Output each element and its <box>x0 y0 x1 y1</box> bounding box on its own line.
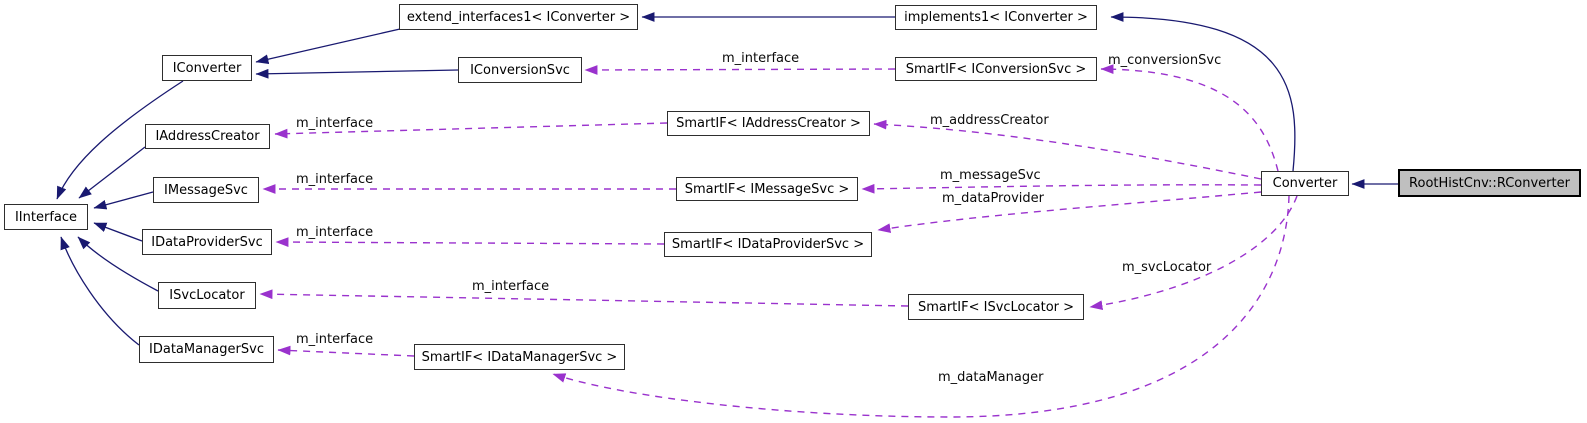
edge-label-m-interface-conversionsvc: m_interface <box>722 51 800 66</box>
edge-isvclocator-to-iinterface <box>77 236 159 292</box>
edge-label-m-interface-addresscreator: m_interface <box>296 116 374 131</box>
edge-smartif-iaddresscreator-to-iaddresscreator <box>274 122 668 139</box>
edge-converter-to-smartif-iaddresscreator <box>873 119 1262 180</box>
edge-label-m-dataprovider: m_dataProvider <box>942 191 1044 206</box>
edge-label-m-conversionsvc: m_conversionSvc <box>1108 53 1222 68</box>
edge-iaddresscreator-to-iinterface <box>78 146 146 199</box>
edge-converter-to-smartif-idataprovidersvc <box>877 191 1262 233</box>
edge-smartif-isvclocator-to-isvclocator <box>259 289 909 307</box>
edge-label-m-messagesvc: m_messageSvc <box>940 168 1041 183</box>
edge-iconverter-to-iinterface <box>56 80 184 200</box>
node-iaddresscreator[interactable]: IAddressCreator <box>145 124 270 149</box>
node-imessagesvc[interactable]: IMessageSvc <box>153 177 259 203</box>
edge-converter-to-smartif-iconversionsvc <box>1100 64 1279 172</box>
edge-label-m-interface-datamanagersvc: m_interface <box>296 332 374 347</box>
node-iinterface[interactable]: IInterface <box>4 204 88 230</box>
edge-imessagesvc-to-iinterface <box>93 191 154 210</box>
node-smartif-idataprovidersvc[interactable]: SmartIF< IDataProviderSvc > <box>664 232 872 257</box>
edge-smartif-idataprovidersvc-to-idataprovidersvc <box>275 237 665 247</box>
node-smartif-idatamanagersvc[interactable]: SmartIF< IDataManagerSvc > <box>414 344 625 370</box>
edge-converter-to-smartif-isvclocator <box>1089 195 1298 310</box>
edge-label-m-interface-dataprovidersvc: m_interface <box>296 225 374 240</box>
node-smartif-iconversionsvc[interactable]: SmartIF< IConversionSvc > <box>895 57 1097 81</box>
node-iconversionsvc[interactable]: IConversionSvc <box>458 57 582 83</box>
node-implements1[interactable]: implements1< IConverter > <box>895 5 1097 30</box>
node-smartif-isvclocator[interactable]: SmartIF< ISvcLocator > <box>908 294 1084 320</box>
edge-idataprovidersvc-to-iinterface <box>93 222 143 242</box>
edge-smartif-idatamanagersvc-to-idatamanagersvc <box>277 345 415 357</box>
edge-converter-to-implements1 <box>1110 12 1296 172</box>
node-idatamanagersvc[interactable]: IDataManagerSvc <box>139 336 274 363</box>
edge-label-m-interface-messagesvc: m_interface <box>296 172 374 187</box>
edge-label-m-svclocator: m_svcLocator <box>1122 260 1212 275</box>
node-isvclocator[interactable]: ISvcLocator <box>158 282 256 309</box>
node-idataprovidersvc[interactable]: IDataProviderSvc <box>142 229 272 255</box>
edge-smartif-iconversionsvc-to-iconversionsvc <box>584 65 896 75</box>
node-smartif-imessagesvc[interactable]: SmartIF< IMessageSvc > <box>676 177 858 201</box>
node-iconverter[interactable]: IConverter <box>162 55 252 81</box>
edge-converter-to-smartif-imessagesvc <box>861 183 1262 194</box>
edge-label-m-addresscreator: m_addressCreator <box>930 113 1049 128</box>
edge-extend-interfaces1-to-iconverter <box>255 28 401 64</box>
edge-label-m-datamanager: m_dataManager <box>938 370 1044 385</box>
node-converter[interactable]: Converter <box>1261 171 1349 196</box>
node-roothistcnv-rconverter: RootHistCnv::RConverter <box>1398 169 1581 197</box>
node-extend-interfaces1[interactable]: extend_interfaces1< IConverter > <box>399 4 638 30</box>
edge-label-m-interface-svclocator: m_interface <box>472 279 550 294</box>
edge-idatamanagersvc-to-iinterface <box>60 236 140 346</box>
edge-iconversionsvc-to-iconverter <box>255 68 459 79</box>
node-smartif-iaddresscreator[interactable]: SmartIF< IAddressCreator > <box>667 111 870 136</box>
